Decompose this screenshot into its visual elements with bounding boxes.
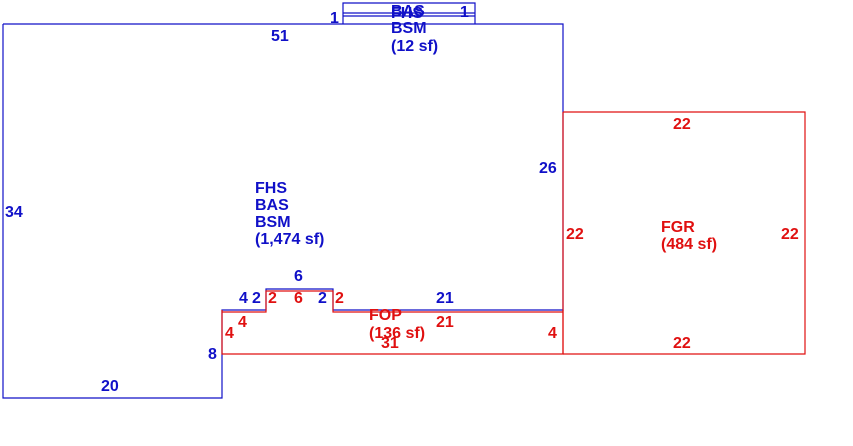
porch-outline bbox=[221, 310, 564, 355]
main-dim-top: 51 bbox=[271, 28, 289, 45]
garage-name: FGR bbox=[661, 219, 695, 236]
porch-name: FOP bbox=[369, 307, 402, 324]
porch-dim-left-inner: 4 bbox=[238, 314, 247, 331]
garage-dim-top: 22 bbox=[673, 116, 691, 133]
main-dim-bump-right: 2 bbox=[318, 290, 327, 307]
porch-dim-left-outer: 4 bbox=[225, 325, 234, 342]
porch-dim-bottom: 31 bbox=[381, 335, 399, 352]
main-area-label: (1,474 sf) bbox=[255, 231, 324, 248]
garage-dim-bottom: 22 bbox=[673, 335, 691, 352]
garage-dim-right: 22 bbox=[781, 226, 799, 243]
main-dim-bump-top: 6 bbox=[294, 268, 303, 285]
porch-dim-short-right: 2 bbox=[335, 290, 344, 307]
main-dim-bump-left: 2 bbox=[252, 290, 261, 307]
porch-area-label: (136 sf) bbox=[369, 325, 425, 342]
porch-dim-top-mid: 6 bbox=[294, 290, 303, 307]
main-dim-right: 26 bbox=[539, 160, 557, 177]
garage-dim-left: 22 bbox=[566, 226, 584, 243]
main-dim-bump-step: 4 bbox=[239, 290, 248, 307]
main-dim-bottom: 20 bbox=[101, 378, 119, 395]
main-name-line-3: BSM bbox=[255, 214, 291, 231]
main-dim-lower-right: 21 bbox=[436, 290, 454, 307]
porch-dim-right: 4 bbox=[548, 325, 557, 342]
main-dim-left: 34 bbox=[5, 204, 23, 221]
main-dim-notch-left: 8 bbox=[208, 346, 217, 363]
main-dim-top-small: 1 bbox=[330, 10, 339, 27]
small-name-line-1: BAS bbox=[391, 3, 425, 20]
porch-dim-top: 21 bbox=[436, 314, 454, 331]
porch-dim-short-left: 2 bbox=[268, 290, 277, 307]
small-name-line-3: BSM bbox=[391, 20, 427, 37]
small-dim-right: 1 bbox=[460, 4, 469, 21]
small-area-label: (12 sf) bbox=[391, 38, 438, 55]
garage-outline bbox=[563, 111, 806, 355]
main-name-line-1: FHS bbox=[255, 180, 287, 197]
porch-inner-outline bbox=[222, 290, 563, 313]
main-name-line-2: BAS bbox=[255, 197, 289, 214]
garage-area-label: (484 sf) bbox=[661, 236, 717, 253]
small-name-line-2: FHS bbox=[391, 5, 423, 22]
